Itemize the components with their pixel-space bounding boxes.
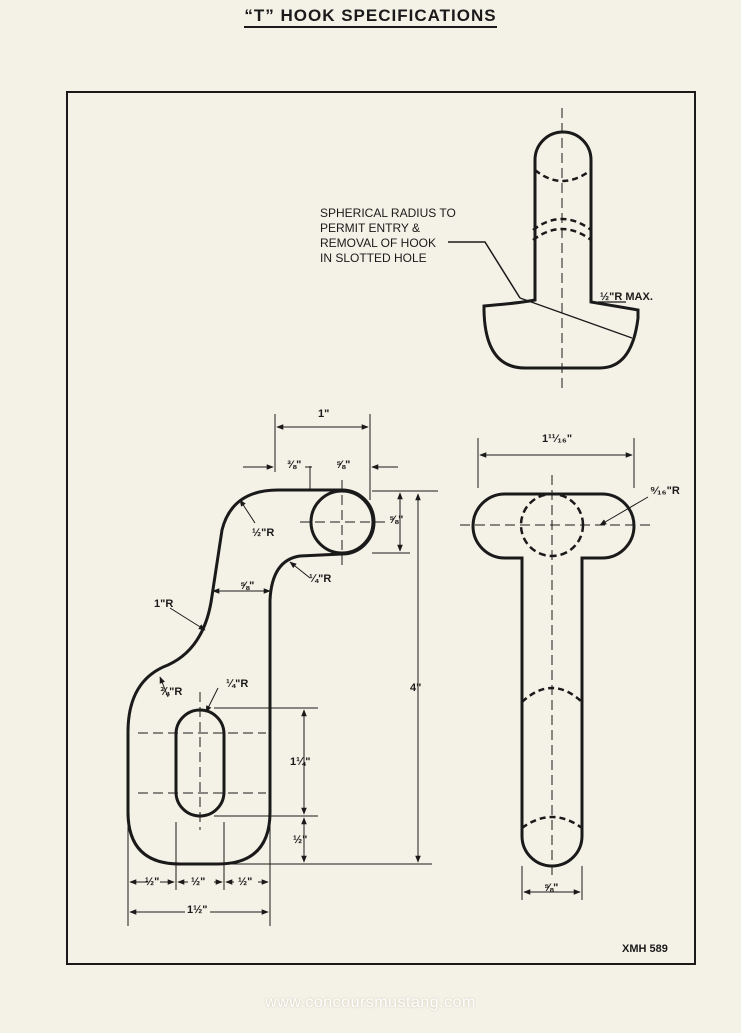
dim-five-eighths-neck: ⅝"	[240, 580, 255, 592]
dim-half-r-max: ½"R MAX.	[600, 291, 653, 303]
watermark: www.concoursmustang.com	[265, 994, 476, 1011]
dim-slot-length: 1¼"	[290, 756, 311, 768]
dim-four-inch: 4"	[410, 682, 422, 694]
dim-half-r: ½"R	[252, 527, 275, 539]
dim-three-quarter-r: ¾"R	[160, 686, 183, 698]
dim-shank-diameter: ⅝"	[544, 882, 559, 894]
dim-five-eighths-top: ⅝"	[336, 459, 351, 471]
drawing-code: XMH 589	[622, 943, 668, 955]
dim-half-a: ½"	[145, 876, 160, 888]
dim-top-width: 1"	[318, 408, 330, 420]
dim-half-b: ½"	[191, 876, 206, 888]
dim-three-eighths: ⅜"	[287, 459, 302, 471]
top-view-t-head	[448, 108, 640, 388]
side-view-shank	[460, 438, 650, 900]
dim-width-side: 1¹¹⁄₁₆"	[542, 433, 573, 445]
dim-total-width: 1½"	[185, 904, 210, 916]
front-view-hook	[126, 414, 438, 926]
dim-one-inch-r: 1"R	[154, 598, 174, 610]
drawing-frame	[66, 91, 696, 965]
page-title: “T” HOOK SPECIFICATIONS	[0, 6, 741, 28]
dim-half-c: ½"	[238, 876, 253, 888]
dim-slot-quarter-r: ¼"R	[226, 678, 249, 690]
dim-quarter-r: ¼"R	[309, 573, 332, 585]
dim-nine-sixteenths-r: ⁹⁄₁₆"R	[650, 485, 680, 497]
dim-bottom-half: ½"	[293, 834, 308, 846]
dim-five-eighths-side: ⅝"	[389, 514, 404, 526]
spherical-radius-note: SPHERICAL RADIUS TO PERMIT ENTRY & REMOV…	[320, 206, 456, 265]
